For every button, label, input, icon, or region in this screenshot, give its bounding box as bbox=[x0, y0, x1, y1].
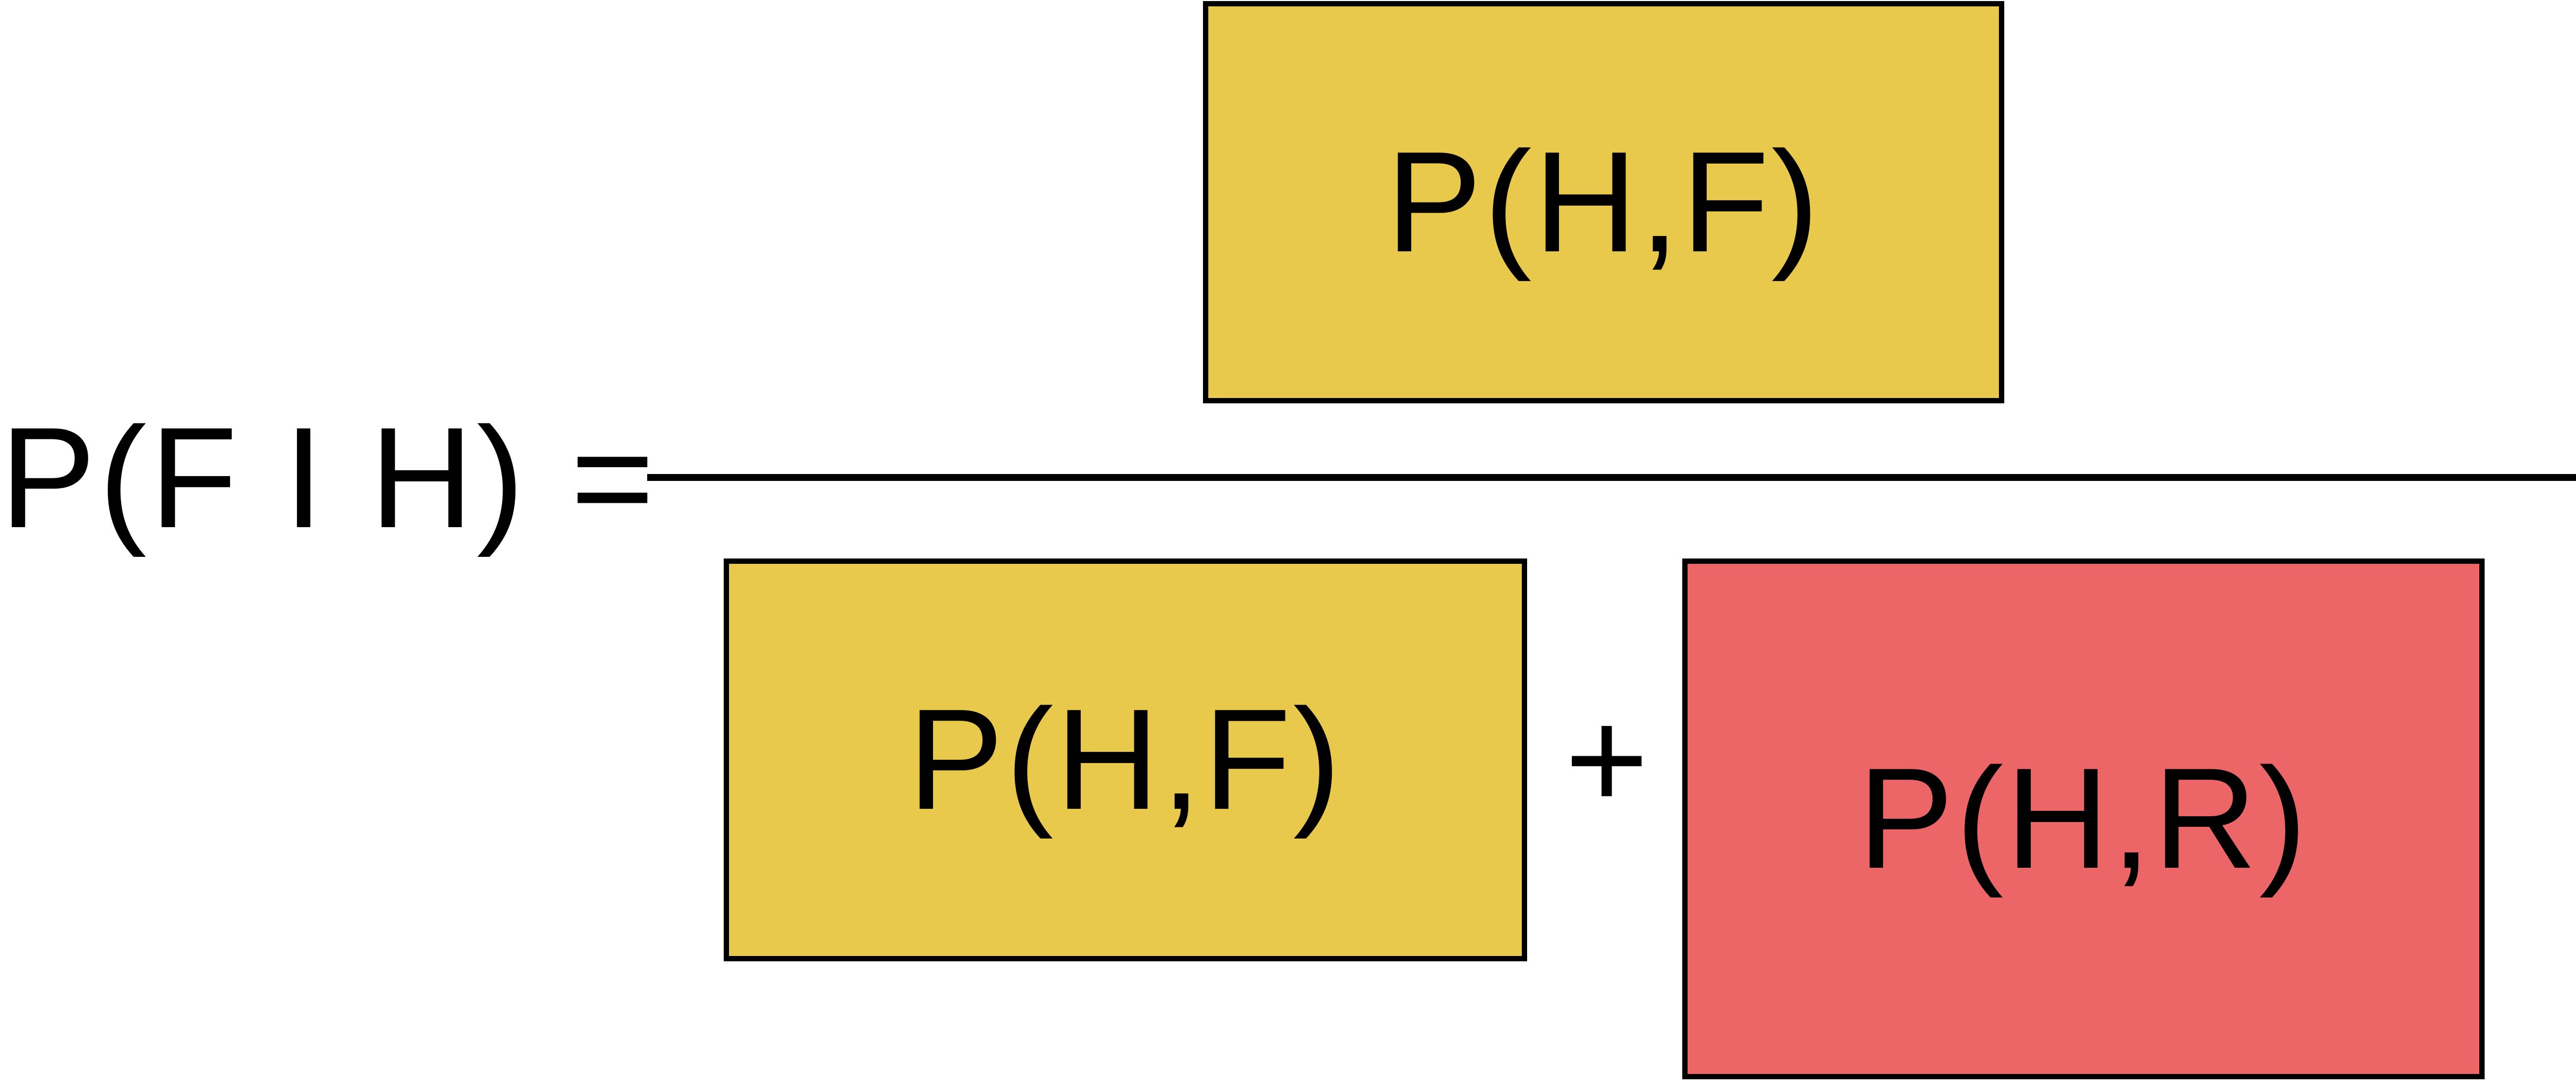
denominator-box-a: P(H,F) bbox=[724, 559, 1527, 961]
fraction-bar bbox=[647, 474, 2576, 481]
numerator-term: P(H,F) bbox=[1386, 122, 1821, 282]
denominator-term-a: P(H,F) bbox=[908, 680, 1343, 840]
numerator-box: P(H,F) bbox=[1203, 1, 2004, 403]
equation-lhs: P(F I H) = bbox=[0, 398, 658, 558]
denominator-term-b: P(H,R) bbox=[1858, 739, 2309, 899]
plus-operator: + bbox=[1565, 680, 1649, 840]
denominator-box-b: P(H,R) bbox=[1682, 559, 2485, 1079]
